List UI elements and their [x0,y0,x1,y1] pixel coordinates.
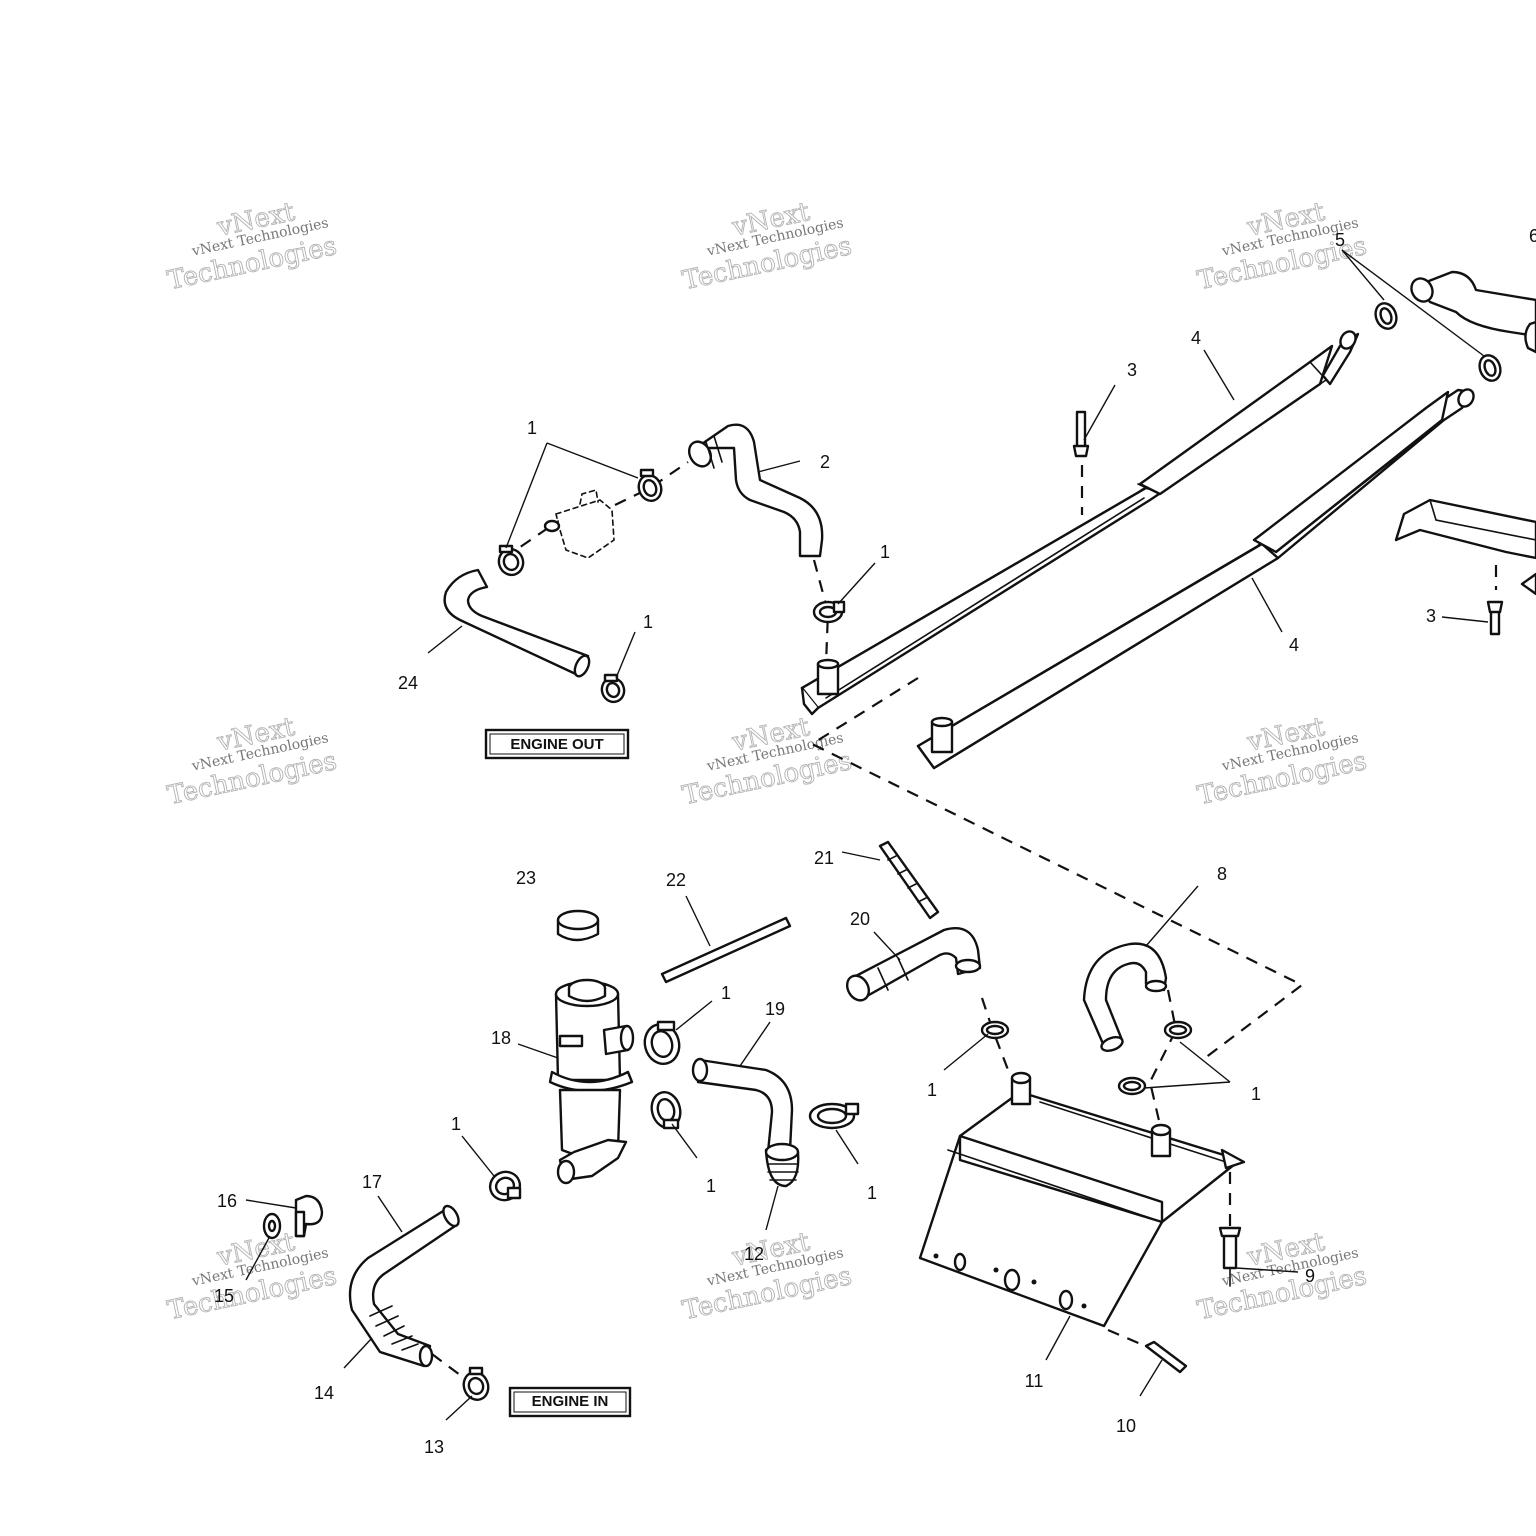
clamp-1h [643,1020,681,1066]
callout-20: 20 [850,909,870,929]
callout-5: 5 [1335,230,1345,250]
engine-out-text: ENGINE OUT [510,736,603,753]
hose-8 [1082,942,1168,1052]
dash-1-24 [509,527,549,555]
callout-2: 2 [820,452,830,472]
callout-10: 10 [1116,1416,1136,1436]
callouts: 1 2 1 1 24 3 4 4 5 6 3 21 23 22 20 8 1 1… [214,226,1536,1457]
clamp-1g [1117,1076,1147,1096]
dash-10 [1107,1328,1151,1350]
callout-1: 1 [721,983,731,1003]
callout-3: 3 [1426,606,1436,626]
callout-1: 1 [706,1176,716,1196]
callout-1: 1 [451,1114,461,1134]
clamp-1f [1163,1020,1193,1040]
callout-9: 9 [1305,1266,1315,1286]
callout-11: 11 [1025,1371,1044,1391]
callout-15: 15 [214,1286,234,1306]
clamp-1a [637,468,663,502]
callout-1: 1 [927,1080,937,1100]
watermark-tile: vNext vNext Technologies Technologies [679,1227,854,1327]
clamp-5b [1478,354,1502,382]
tube-22 [660,916,792,984]
strap-21 [878,840,940,920]
callout-1: 1 [527,418,537,438]
watermark-tile: vNext vNext Technologies Technologies [1194,712,1369,812]
callout-1: 1 [1251,1084,1261,1104]
dash-8-tank [1148,989,1178,1126]
callout-22: 22 [666,870,686,890]
t-fitting [543,488,615,559]
callout-23: 23 [516,868,536,888]
watermark-tile: vNext vNext Technologies Technologies [1194,1227,1369,1327]
hose-2 [687,423,824,558]
callout-12: 12 [744,1244,764,1264]
watermark-tile: vNext vNext Technologies Technologies [164,712,339,812]
clamp-1j [808,1102,860,1130]
engine-in-label: ENGINE IN [508,1386,632,1418]
screw-10 [1144,1340,1188,1374]
expansion-tank-11 [918,1071,1246,1328]
engine-out-label: ENGINE OUT [484,728,630,760]
leader-lines [245,249,1489,1421]
clamp-1k [488,1170,522,1202]
callout-14: 14 [314,1383,334,1403]
hose-24 [443,568,591,678]
watermark-tile: vNext vNext Technologies Technologies [164,197,339,297]
callout-4: 4 [1191,328,1201,348]
bolt-3b [1486,600,1504,636]
engine-in-text: ENGINE IN [532,1393,609,1410]
clamp-1b [497,544,525,577]
fitting-9 [1218,1226,1242,1287]
watermark-tile: vNext vNext Technologies Technologies [164,1227,339,1327]
callout-21: 21 [814,848,834,868]
callout-1: 1 [880,542,890,562]
clamp-1e [980,1020,1010,1040]
callout-13: 13 [424,1437,444,1457]
bracket-7 [1394,498,1536,596]
callout-24: 24 [398,673,418,693]
reservoir-18 [548,978,635,1185]
routing-outline [809,677,1305,1059]
callout-8: 8 [1217,864,1227,884]
clip-16 [294,1194,324,1238]
callout-19: 19 [765,999,785,1019]
callout-1: 1 [643,612,653,632]
callout-16: 16 [217,1191,237,1211]
cap-23 [556,909,600,942]
watermark-tile: vNext vNext Technologies Technologies [679,712,854,812]
clamp-1i [650,1091,682,1130]
hose-6 [1410,270,1536,354]
clamp-5a [1374,302,1398,330]
callout-17: 17 [362,1172,382,1192]
heat-exchanger-4-upper [800,330,1360,716]
hose-17 [348,1204,460,1368]
callout-3: 3 [1127,360,1137,380]
hose-20 [845,927,982,1002]
heat-exchanger-4-lower [916,388,1475,770]
callout-1: 1 [867,1183,877,1203]
clamp-1d [812,600,846,624]
callout-4: 4 [1289,635,1299,655]
dash-13 [431,1353,473,1385]
clamp-13 [462,1366,490,1401]
callout-18: 18 [491,1028,511,1048]
washer-15 [262,1212,282,1240]
dash-1-2 [614,461,689,506]
hose-19 [691,1057,800,1188]
bolt-3a [1072,410,1090,458]
callout-6: 6 [1529,226,1536,246]
clamp-1c [600,673,626,704]
watermark-tile: vNext vNext Technologies Technologies [679,197,854,297]
